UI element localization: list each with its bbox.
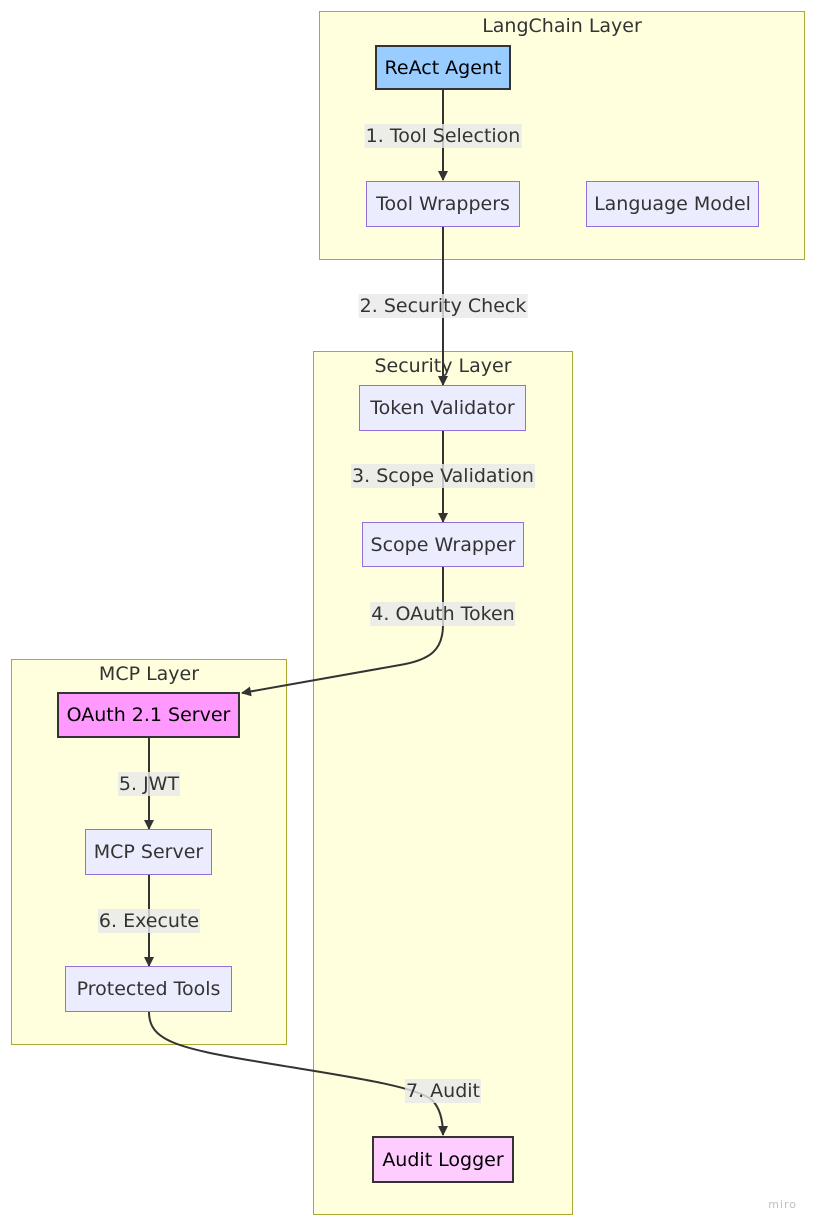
edge-label-execute: 6. Execute <box>97 909 201 933</box>
mcp-server-node[interactable]: MCP Server <box>85 829 212 875</box>
protected-tools-node[interactable]: Protected Tools <box>65 966 232 1012</box>
langchain-layer-title: LangChain Layer <box>482 15 642 37</box>
edge-label-tool-selection: 1. Tool Selection <box>364 124 522 148</box>
tool-wrappers-node[interactable]: Tool Wrappers <box>366 181 520 227</box>
audit-logger-node[interactable]: Audit Logger <box>372 1136 514 1183</box>
security-layer-cluster: Security Layer <box>313 351 573 1215</box>
miro-watermark: miro <box>768 1198 797 1211</box>
edge-label-oauth-token: 4. OAuth Token <box>370 602 516 626</box>
edge-label-audit: 7. Audit <box>405 1079 481 1103</box>
scope-wrapper-node[interactable]: Scope Wrapper <box>362 522 524 567</box>
react-agent-node[interactable]: ReAct Agent <box>375 45 511 90</box>
mcp-layer-title: MCP Layer <box>98 663 200 685</box>
edge-oauth-token <box>241 567 444 697</box>
language-model-node[interactable]: Language Model <box>586 181 759 227</box>
edge-label-security-check: 2. Security Check <box>358 294 528 318</box>
oauth-server-node[interactable]: OAuth 2.1 Server <box>57 692 240 738</box>
edge-label-jwt: 5. JWT <box>117 772 181 796</box>
token-validator-node[interactable]: Token Validator <box>359 385 526 431</box>
edge-audit <box>148 1011 448 1136</box>
edge-label-scope-validation: 3. Scope Validation <box>351 464 535 488</box>
